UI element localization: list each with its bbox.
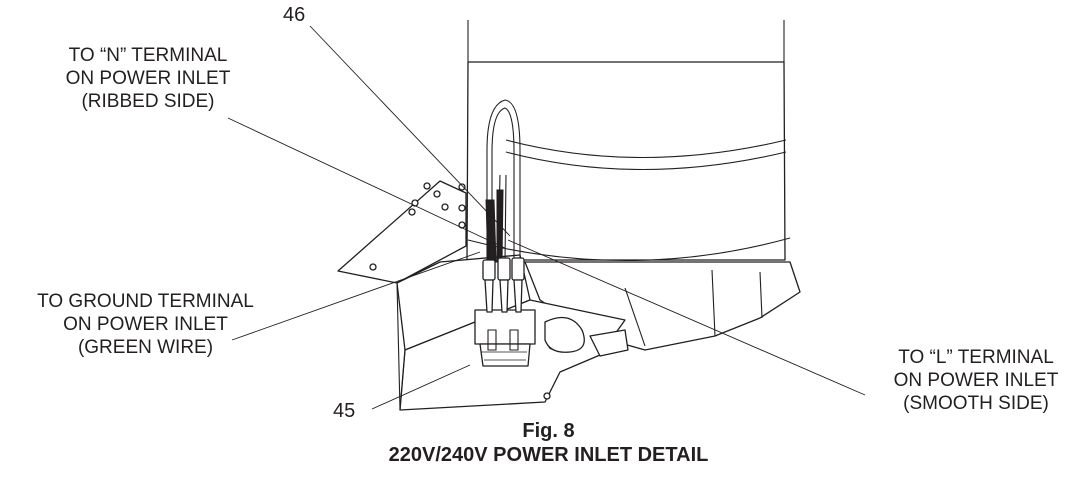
power-inlet-connector <box>474 309 536 367</box>
leader-ground-terminal <box>231 251 481 341</box>
ground-terminal-label: TO GROUND TERMINAL ON POWER INLET (GREEN… <box>8 290 283 359</box>
ground-terminal-line-2: ON POWER INLET <box>63 314 228 335</box>
l-terminal-line-2: ON POWER INLET <box>893 370 1059 391</box>
leader-45 <box>371 364 471 410</box>
part-number-46: 46 <box>283 4 306 26</box>
l-terminal-line-1: TO “L” TERMINAL <box>898 347 1054 368</box>
part-number-45: 45 <box>333 400 356 422</box>
n-terminal-label: TO “N” TERMINAL ON POWER INLET (RIBBED S… <box>48 44 248 113</box>
n-terminal-line-3: (RIBBED SIDE) <box>81 91 215 112</box>
n-terminal-line-2: ON POWER INLET <box>65 68 231 89</box>
wire-harness <box>482 99 525 313</box>
ground-terminal-line-1: TO GROUND TERMINAL <box>37 291 254 312</box>
figure-number: Fig. 8 <box>522 420 575 442</box>
leader-46 <box>309 25 511 237</box>
l-terminal-line-3: (SMOOTH SIDE) <box>903 393 1049 414</box>
leader-l-terminal <box>507 239 866 396</box>
leader-n-terminal <box>227 117 506 249</box>
figure-title: 220V/240V POWER INLET DETAIL <box>388 444 709 466</box>
leader-lines <box>227 25 866 410</box>
l-terminal-label: TO “L” TERMINAL ON POWER INLET (SMOOTH S… <box>876 346 1076 415</box>
ground-terminal-line-3: (GREEN WIRE) <box>77 337 214 358</box>
n-terminal-line-1: TO “N” TERMINAL <box>68 45 228 66</box>
